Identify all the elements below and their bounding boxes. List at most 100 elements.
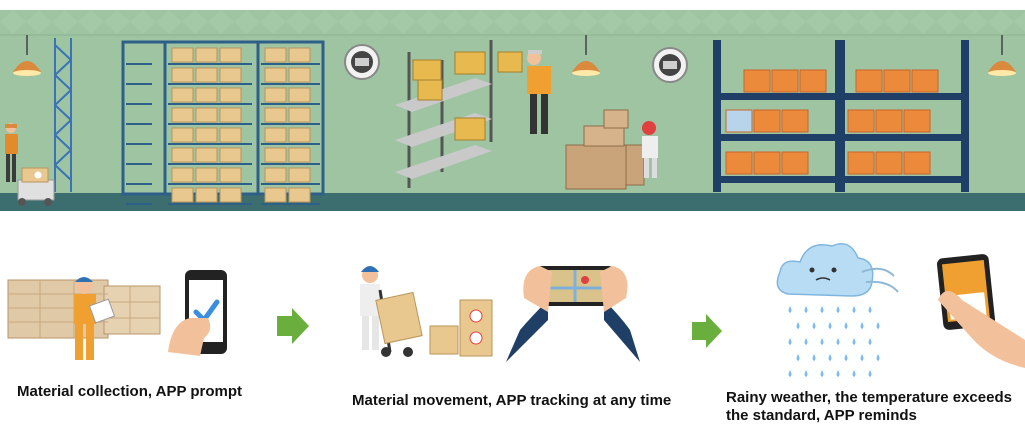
raindrop <box>868 338 872 345</box>
cardboard-box <box>288 67 311 83</box>
cardboard-box <box>195 187 218 203</box>
orange-box <box>799 69 827 93</box>
phone-check-icon <box>168 270 227 356</box>
phone-map-icon <box>506 266 640 362</box>
diamond-tile <box>26 10 52 34</box>
cardboard-box <box>264 47 287 63</box>
step-2-caption: Material movement, APP tracking at any t… <box>352 392 672 409</box>
orange-box <box>781 151 809 175</box>
orange-box <box>771 69 799 93</box>
raindrop <box>860 322 864 329</box>
cardboard-box <box>171 67 194 83</box>
raindrop <box>820 338 824 345</box>
raindrop <box>804 306 808 313</box>
diamond-tile <box>494 10 520 34</box>
diamond-tile <box>962 10 988 34</box>
cardboard-box <box>195 127 218 143</box>
raindrop <box>788 370 792 377</box>
raindrop <box>804 338 808 345</box>
thermometer-icon <box>344 44 380 80</box>
diamond-tile <box>624 10 650 34</box>
orange-box <box>753 151 781 175</box>
forklift-worker-icon <box>5 123 55 206</box>
handcart-worker-icon <box>360 266 493 357</box>
raindrop <box>844 354 848 361</box>
cardboard-box <box>195 147 218 163</box>
cardboard-box <box>264 127 287 143</box>
pendant-lamp-icon <box>572 35 600 76</box>
diamond-tile <box>286 10 312 34</box>
cardboard-box <box>264 87 287 103</box>
step-arrow-icon <box>277 308 309 344</box>
orange-box <box>753 109 781 133</box>
diamond-tile <box>676 10 702 34</box>
raindrop <box>852 370 856 377</box>
cardboard-shelving <box>121 40 325 205</box>
diamond-tile <box>884 10 910 34</box>
cardboard-box <box>219 67 242 83</box>
orange-box <box>847 109 875 133</box>
material-collection-scene <box>7 277 161 360</box>
orange-box <box>883 69 911 93</box>
cardboard-box <box>195 107 218 123</box>
raindrop <box>828 322 832 329</box>
cardboard-box <box>171 47 194 63</box>
diamond-tile <box>390 10 416 34</box>
diamond-tile <box>312 10 338 34</box>
cardboard-box <box>264 187 287 203</box>
raindrop <box>788 338 792 345</box>
diamond-tile <box>546 10 572 34</box>
pendant-lamp-icon <box>988 35 1016 76</box>
navy-rack <box>713 40 969 192</box>
worker-carrying-box <box>497 50 551 134</box>
diamond-tile <box>988 10 1014 34</box>
diamond-tile <box>468 10 494 34</box>
raindrop <box>876 322 880 329</box>
cardboard-box <box>219 47 242 63</box>
diamond-tile <box>572 10 598 34</box>
cardboard-box <box>171 87 194 103</box>
cardboard-box <box>288 187 311 203</box>
diamond-tile <box>702 10 728 34</box>
step-3-caption: Rainy weather, the temperature exceeds t… <box>726 389 1012 424</box>
cardboard-box <box>288 167 311 183</box>
phone-weather-icon <box>936 254 1025 368</box>
orange-box <box>875 151 903 175</box>
raindrop <box>844 322 848 329</box>
cardboard-box <box>219 87 242 103</box>
raindrop <box>836 338 840 345</box>
orange-box <box>725 151 753 175</box>
diamond-tile <box>260 10 286 34</box>
raindrop <box>804 370 808 377</box>
raindrop <box>788 306 792 313</box>
raindrop <box>860 354 864 361</box>
cardboard-box <box>195 87 218 103</box>
cardboard-box <box>171 107 194 123</box>
step-1-caption: Material collection, APP prompt <box>17 383 243 400</box>
warehouse-floor <box>0 193 1025 211</box>
diamond-tile <box>858 10 884 34</box>
orange-box <box>903 109 931 133</box>
cardboard-box <box>195 47 218 63</box>
raindrop <box>796 322 800 329</box>
cardboard-box <box>264 67 287 83</box>
box-stack <box>565 109 658 190</box>
diamond-tile <box>182 10 208 34</box>
diamond-tile <box>234 10 260 34</box>
diamond-tile <box>130 10 156 34</box>
cardboard-box <box>219 127 242 143</box>
pendant-lamp-icon <box>13 35 41 76</box>
step-arrow-icon <box>692 314 722 348</box>
raindrop <box>828 354 832 361</box>
diamond-tile <box>754 10 780 34</box>
diamond-tile <box>598 10 624 34</box>
orange-box <box>911 69 939 93</box>
orange-box <box>743 69 771 93</box>
cardboard-box <box>264 167 287 183</box>
diamond-tile <box>104 10 130 34</box>
diamond-tile <box>0 10 26 34</box>
raindrop <box>868 370 872 377</box>
diamond-tile <box>728 10 754 34</box>
cardboard-box <box>264 147 287 163</box>
